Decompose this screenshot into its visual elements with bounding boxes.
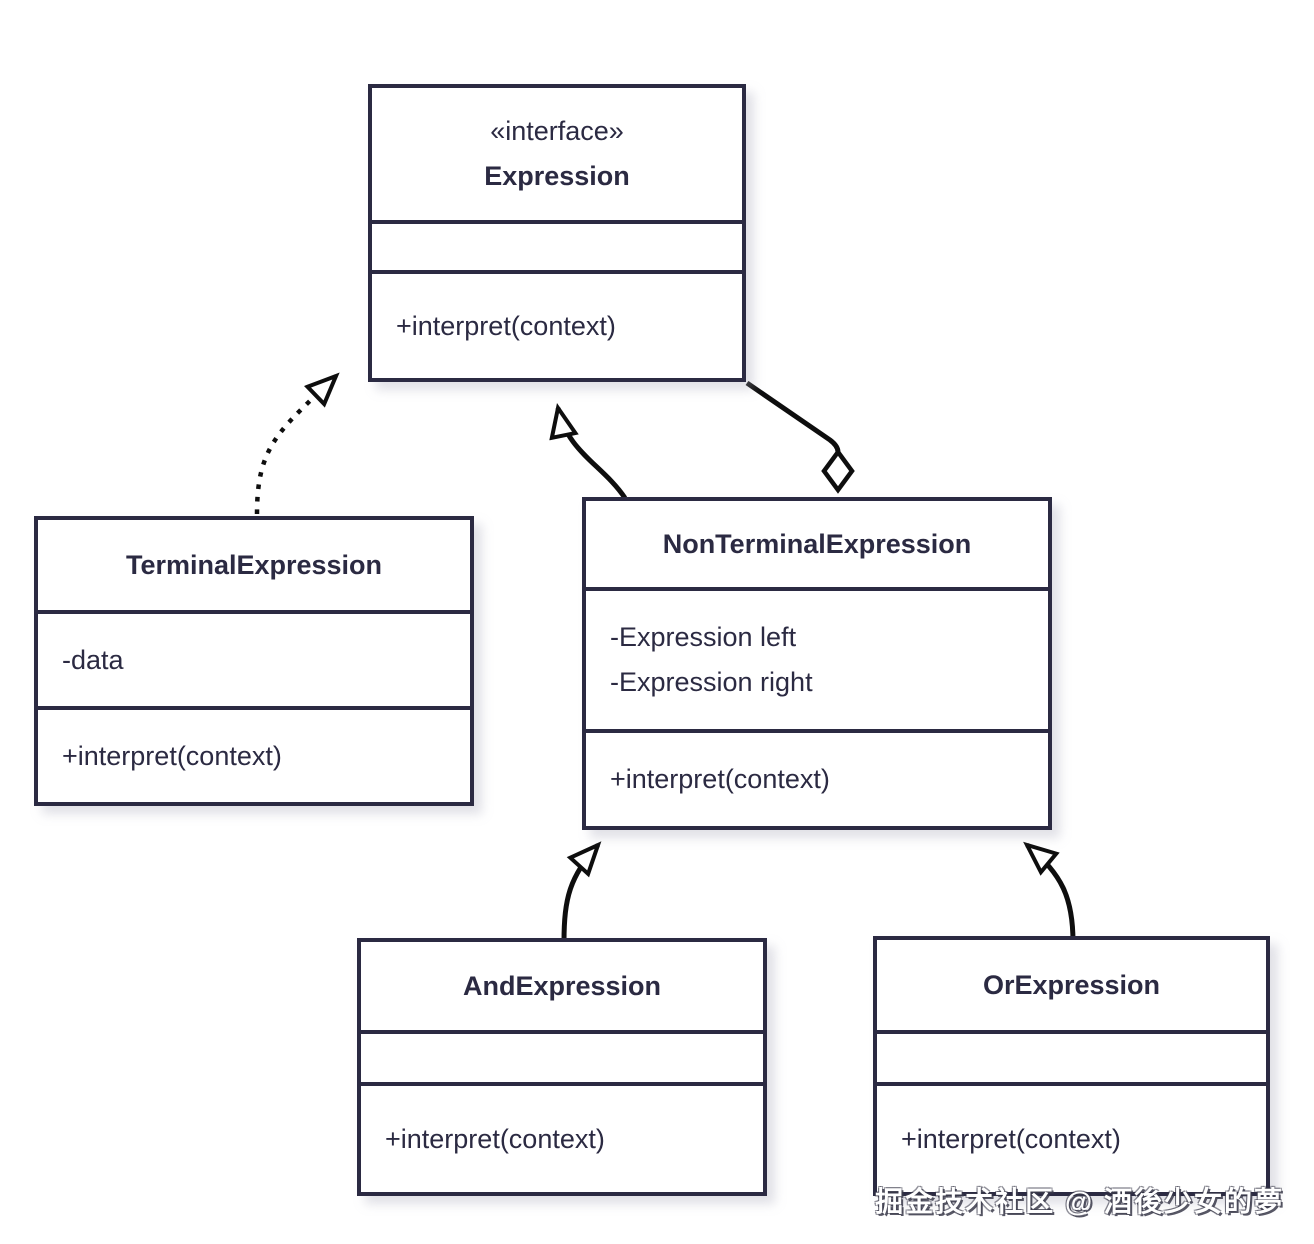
class-header-and-expression: AndExpression — [361, 942, 763, 1034]
class-name: NonTerminalExpression — [662, 528, 972, 559]
class-header-terminal-expression: TerminalExpression — [38, 520, 470, 614]
aggregation-line-expression-to-nonterminal — [745, 380, 841, 453]
class-box-and-expression: AndExpression +interpret(context) — [357, 938, 767, 1196]
methods-section-expression: +interpret(context) — [372, 274, 742, 378]
realization-arrow-terminal-to-expression — [254, 376, 336, 515]
methods-section-or-expression: +interpret(context) — [877, 1086, 1266, 1192]
attributes-section-expression — [372, 224, 742, 274]
generalization-arrow-and-to-nonterminal — [561, 845, 598, 943]
generalization-arrow-or-to-nonterminal — [1027, 845, 1076, 943]
attributes-section-and-expression — [361, 1034, 763, 1086]
aggregation-diamond-icon — [821, 448, 855, 494]
class-name: AndExpression — [462, 970, 662, 1001]
class-box-nonterminal-expression: NonTerminalExpression -Expression left -… — [582, 497, 1052, 830]
methods-section-and-expression: +interpret(context) — [361, 1086, 763, 1192]
method-item: +interpret(context) — [385, 1123, 605, 1154]
class-name: OrExpression — [982, 969, 1161, 1000]
class-header-nonterminal-expression: NonTerminalExpression — [586, 501, 1048, 591]
class-header-expression: «interface» Expression — [372, 88, 742, 224]
watermark-text: 掘金技术社区 @ 酒後少女的夢 — [875, 1186, 1284, 1217]
attribute-item: -Expression left — [610, 622, 797, 652]
method-item: +interpret(context) — [901, 1123, 1121, 1154]
class-box-expression: «interface» Expression +interpret(contex… — [368, 84, 746, 382]
attributes-section-nonterminal-expression: -Expression left -Expression right — [586, 591, 1048, 733]
attribute-item: -Expression right — [610, 667, 813, 697]
class-box-or-expression: OrExpression +interpret(context) — [873, 936, 1270, 1196]
class-header-or-expression: OrExpression — [877, 940, 1266, 1034]
method-item: +interpret(context) — [610, 764, 830, 794]
method-item: +interpret(context) — [62, 740, 282, 771]
methods-section-nonterminal-expression: +interpret(context) — [586, 733, 1048, 826]
method-item: +interpret(context) — [396, 310, 616, 341]
class-name: TerminalExpression — [125, 549, 383, 580]
class-name: Expression — [484, 161, 630, 191]
methods-section-terminal-expression: +interpret(context) — [38, 710, 470, 802]
attributes-section-or-expression — [877, 1034, 1266, 1086]
attributes-section-terminal-expression: -data — [38, 614, 470, 710]
attribute-item: -data — [62, 644, 124, 675]
class-box-terminal-expression: TerminalExpression -data +interpret(cont… — [34, 516, 474, 806]
stereotype-label: «interface» — [490, 116, 624, 146]
realization-arrow-nonterminal-to-expression — [558, 408, 628, 500]
